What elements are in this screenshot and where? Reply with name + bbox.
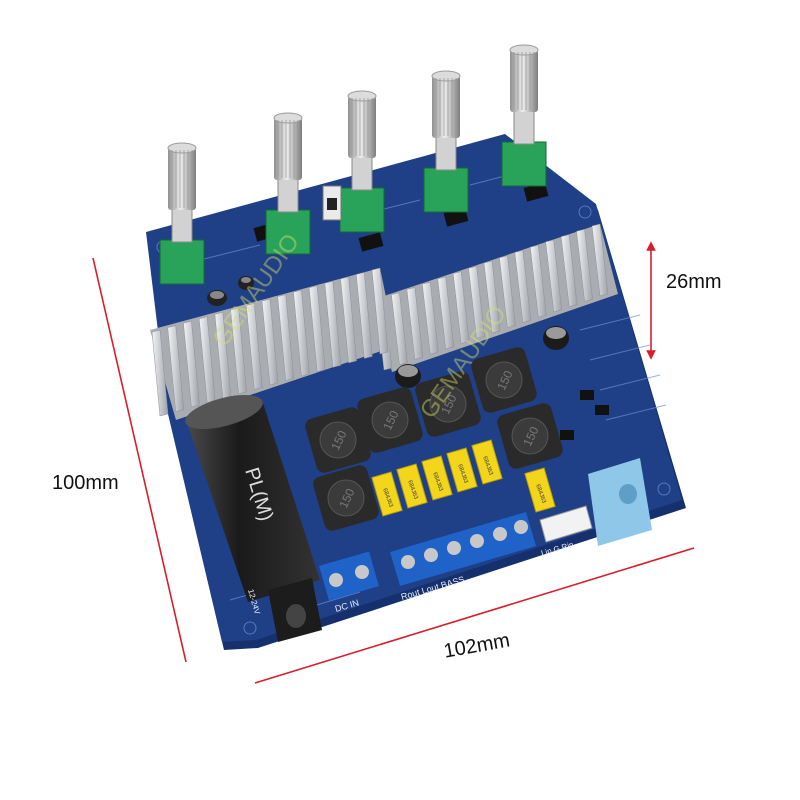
knob-shaft: [274, 118, 302, 180]
knob-shaft: [168, 148, 196, 210]
heatsink-fin: [576, 228, 593, 302]
potentiometer: [501, 44, 547, 187]
heatsink-fin: [406, 287, 424, 360]
heatsink-fin: [452, 271, 470, 344]
heatsink-fin: [545, 239, 562, 313]
height-dimension-line: [92, 257, 187, 663]
main-electrolytic-capacitor: PL(M): [185, 394, 320, 602]
slide-switch-knob: [327, 198, 337, 210]
heatsink-fin: [261, 298, 279, 386]
width-dimension-line: [254, 547, 695, 684]
audio-jack: [588, 458, 652, 546]
power-terminal: [319, 551, 379, 601]
heatsink-fin: [308, 285, 326, 373]
heatsink-fin: [183, 320, 200, 408]
heatsink-fin: [324, 280, 342, 368]
potentiometers: [159, 44, 547, 285]
inductor: 150: [313, 465, 379, 531]
heatsink-fin: [560, 234, 578, 307]
output-terminal: [390, 512, 536, 586]
heatsink-fin: [246, 303, 263, 390]
heatsink-fin: [293, 289, 310, 377]
thickness-dimension: 26mm: [666, 271, 722, 293]
heatsink-fin: [356, 272, 373, 359]
heatsink-fin: [514, 250, 532, 323]
small-electrolytic-caps: [207, 276, 569, 388]
heatsink-fin: [468, 265, 485, 339]
height-dimension: 100mm: [52, 472, 119, 494]
knob-shaft: [510, 50, 538, 112]
potentiometer: [265, 112, 311, 255]
inductor: 150: [357, 387, 423, 453]
inductor: 150: [497, 403, 563, 469]
heatsink-fin: [230, 307, 247, 395]
input-connector: [539, 505, 593, 543]
heatsink-fin: [151, 329, 169, 417]
heatsink-fin: [591, 223, 609, 297]
film-capacitor: 684J63: [446, 447, 478, 493]
inductor: 150: [305, 407, 371, 473]
inductor: 150: [415, 371, 481, 437]
inductor: 150: [471, 347, 537, 413]
heatsink-fin: [371, 267, 389, 355]
film-capacitor: 684J63: [421, 455, 453, 501]
potentiometer: [423, 70, 469, 213]
heatsink-fin: [340, 276, 357, 364]
knob-shaft: [432, 76, 460, 138]
heatsink-fin: [422, 281, 439, 355]
heatsink-right: [372, 223, 618, 372]
heatsink-fin: [530, 244, 547, 318]
dc-jack: [268, 578, 322, 642]
heatsink-fin: [167, 325, 184, 412]
heatsink-fin: [391, 292, 408, 366]
heatsink-fin: [437, 276, 454, 350]
heatsink-fin: [277, 294, 294, 381]
potentiometer: [339, 90, 385, 233]
film-capacitor: 684J63: [471, 439, 503, 485]
potentiometer: [159, 142, 205, 285]
heatsink-left: [150, 267, 396, 420]
film-capacitor: 684J63: [396, 463, 428, 509]
heatsink-fin: [483, 260, 501, 334]
film-capacitor: 684J63: [371, 471, 403, 517]
heatsink-fin: [499, 255, 516, 329]
film-capacitor: 684J63: [524, 467, 556, 513]
knob-shaft: [348, 96, 376, 158]
